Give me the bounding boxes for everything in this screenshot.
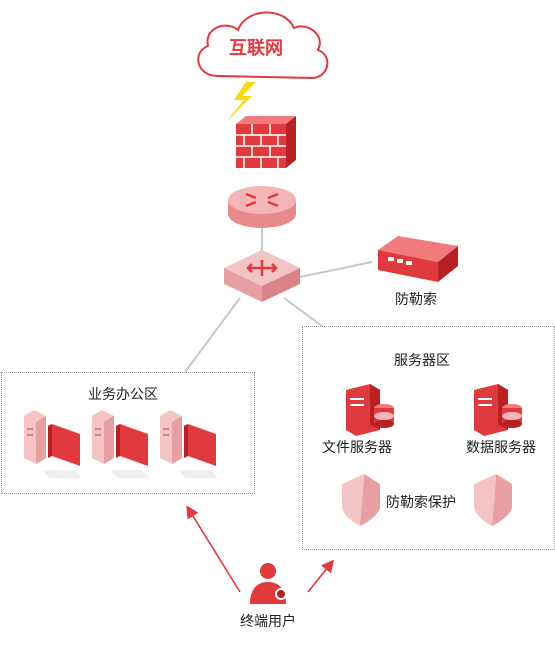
desktop-computer-icon [24, 410, 82, 478]
desktop-computer-icon [160, 410, 218, 478]
office-zone-title: 业务办公区 [88, 387, 158, 403]
switch-server-link [283, 297, 323, 327]
connection-lines [184, 228, 373, 373]
end-user-label: 终端用户 [240, 614, 296, 630]
office-zone-box [1, 372, 255, 494]
data-server-label: 数据服务器 [466, 440, 536, 456]
shield-icon [342, 474, 380, 526]
server-icon [474, 384, 522, 436]
shield-icon [474, 474, 512, 526]
arrow-to-servers [307, 559, 334, 593]
switch-office-link [184, 297, 241, 373]
internet-label: 互联网 [229, 38, 283, 59]
server-icon [346, 384, 394, 436]
switch-icon [224, 250, 300, 302]
ransomware-protection-label: 防勒索保护 [386, 495, 456, 511]
ransomware-appliance-label: 防勒索 [395, 292, 437, 308]
arrow-to-office [186, 505, 241, 593]
appliance-icon [378, 236, 458, 282]
desktop-computer-icon [92, 410, 150, 478]
firewall-icon [236, 116, 296, 168]
cloud-icon [197, 11, 329, 80]
switch-appliance-link [294, 261, 373, 279]
lightning-icon [226, 82, 256, 122]
user-icon [250, 563, 287, 604]
server-zone-title: 服务器区 [394, 353, 450, 369]
file-server-label: 文件服务器 [322, 440, 392, 456]
router-icon [228, 186, 296, 228]
